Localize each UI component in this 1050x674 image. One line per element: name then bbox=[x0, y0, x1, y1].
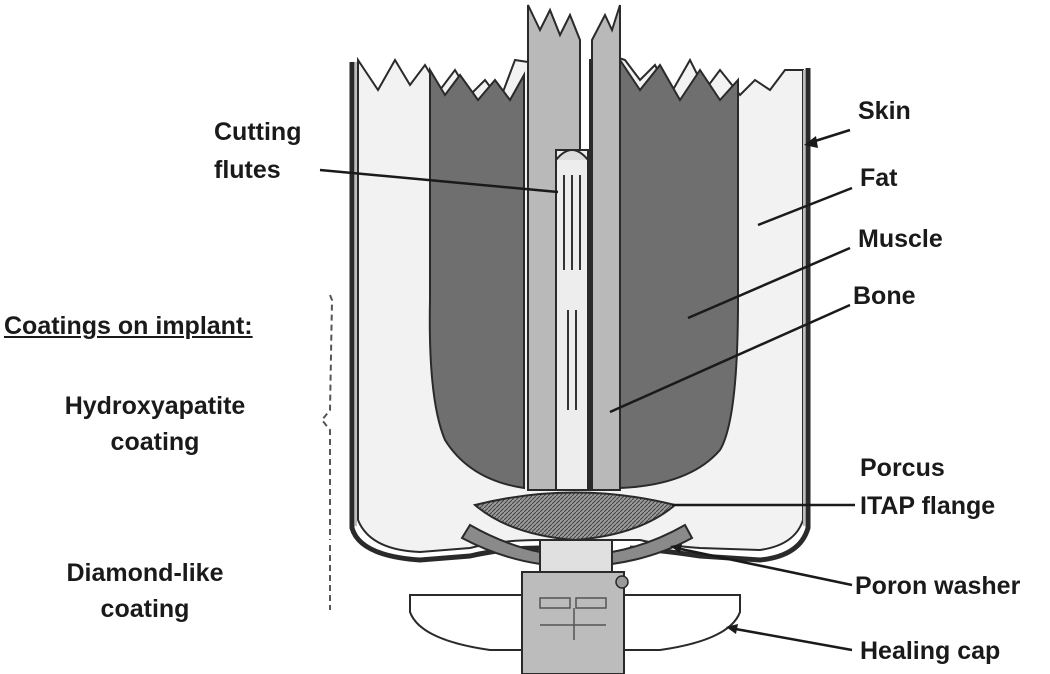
label-bone: Bone bbox=[853, 282, 916, 310]
label-diamond-1: Diamond-like bbox=[66, 559, 224, 587]
label-cutting-flutes-1: Cutting bbox=[214, 118, 302, 146]
label-porcus-2: ITAP flange bbox=[860, 492, 996, 520]
coatings-bracket bbox=[320, 294, 334, 610]
muscle-left bbox=[428, 66, 525, 490]
abutment bbox=[539, 539, 613, 573]
label-cutting-flutes-2: flutes bbox=[214, 156, 281, 184]
label-skin: Skin bbox=[858, 97, 911, 125]
healing-cap-core bbox=[521, 571, 625, 674]
label-diamond-2: coating bbox=[100, 595, 190, 623]
itap-flange bbox=[472, 491, 678, 542]
leader-lines bbox=[319, 128, 855, 652]
label-hydroxyapatite-1: Hydroxyapatite bbox=[64, 392, 246, 420]
label-fat: Fat bbox=[860, 164, 898, 192]
bone-right bbox=[591, 4, 621, 491]
label-healing-cap: Healing cap bbox=[860, 637, 1001, 665]
label-poron-washer: Poron washer bbox=[855, 572, 1021, 600]
label-hydroxyapatite-2: coating bbox=[110, 428, 200, 456]
muscle-right bbox=[619, 56, 739, 490]
label-porcus-1: Porcus bbox=[860, 454, 945, 482]
label-coatings-heading: Coatings on implant: bbox=[4, 312, 253, 340]
cutting-flutes bbox=[563, 175, 581, 410]
label-muscle: Muscle bbox=[858, 225, 943, 253]
arrow-heads bbox=[670, 136, 818, 634]
